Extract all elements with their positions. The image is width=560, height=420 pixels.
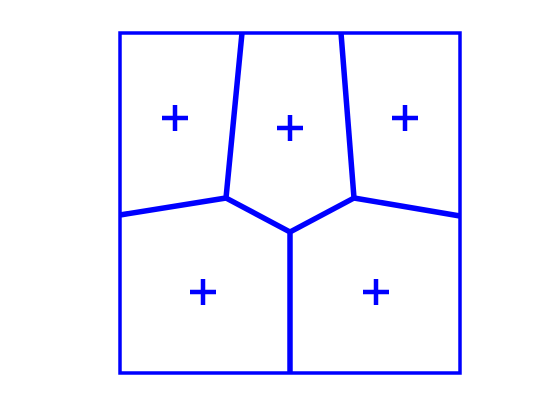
voronoi-edge (224, 195, 292, 235)
voronoi-edge (223, 32, 245, 199)
site-marker-plus-icon (277, 115, 303, 141)
site-marker-plus-icon (392, 105, 418, 131)
voronoi-edge (338, 32, 357, 199)
voronoi-edge (119, 195, 227, 218)
site-marker-plus-icon (363, 279, 389, 305)
site-marker-plus-icon (190, 279, 216, 305)
voronoi-edge (353, 195, 461, 219)
voronoi-edges (119, 32, 461, 373)
voronoi-edge (288, 195, 356, 235)
voronoi-sites (162, 105, 418, 305)
site-marker-plus-icon (162, 105, 188, 131)
